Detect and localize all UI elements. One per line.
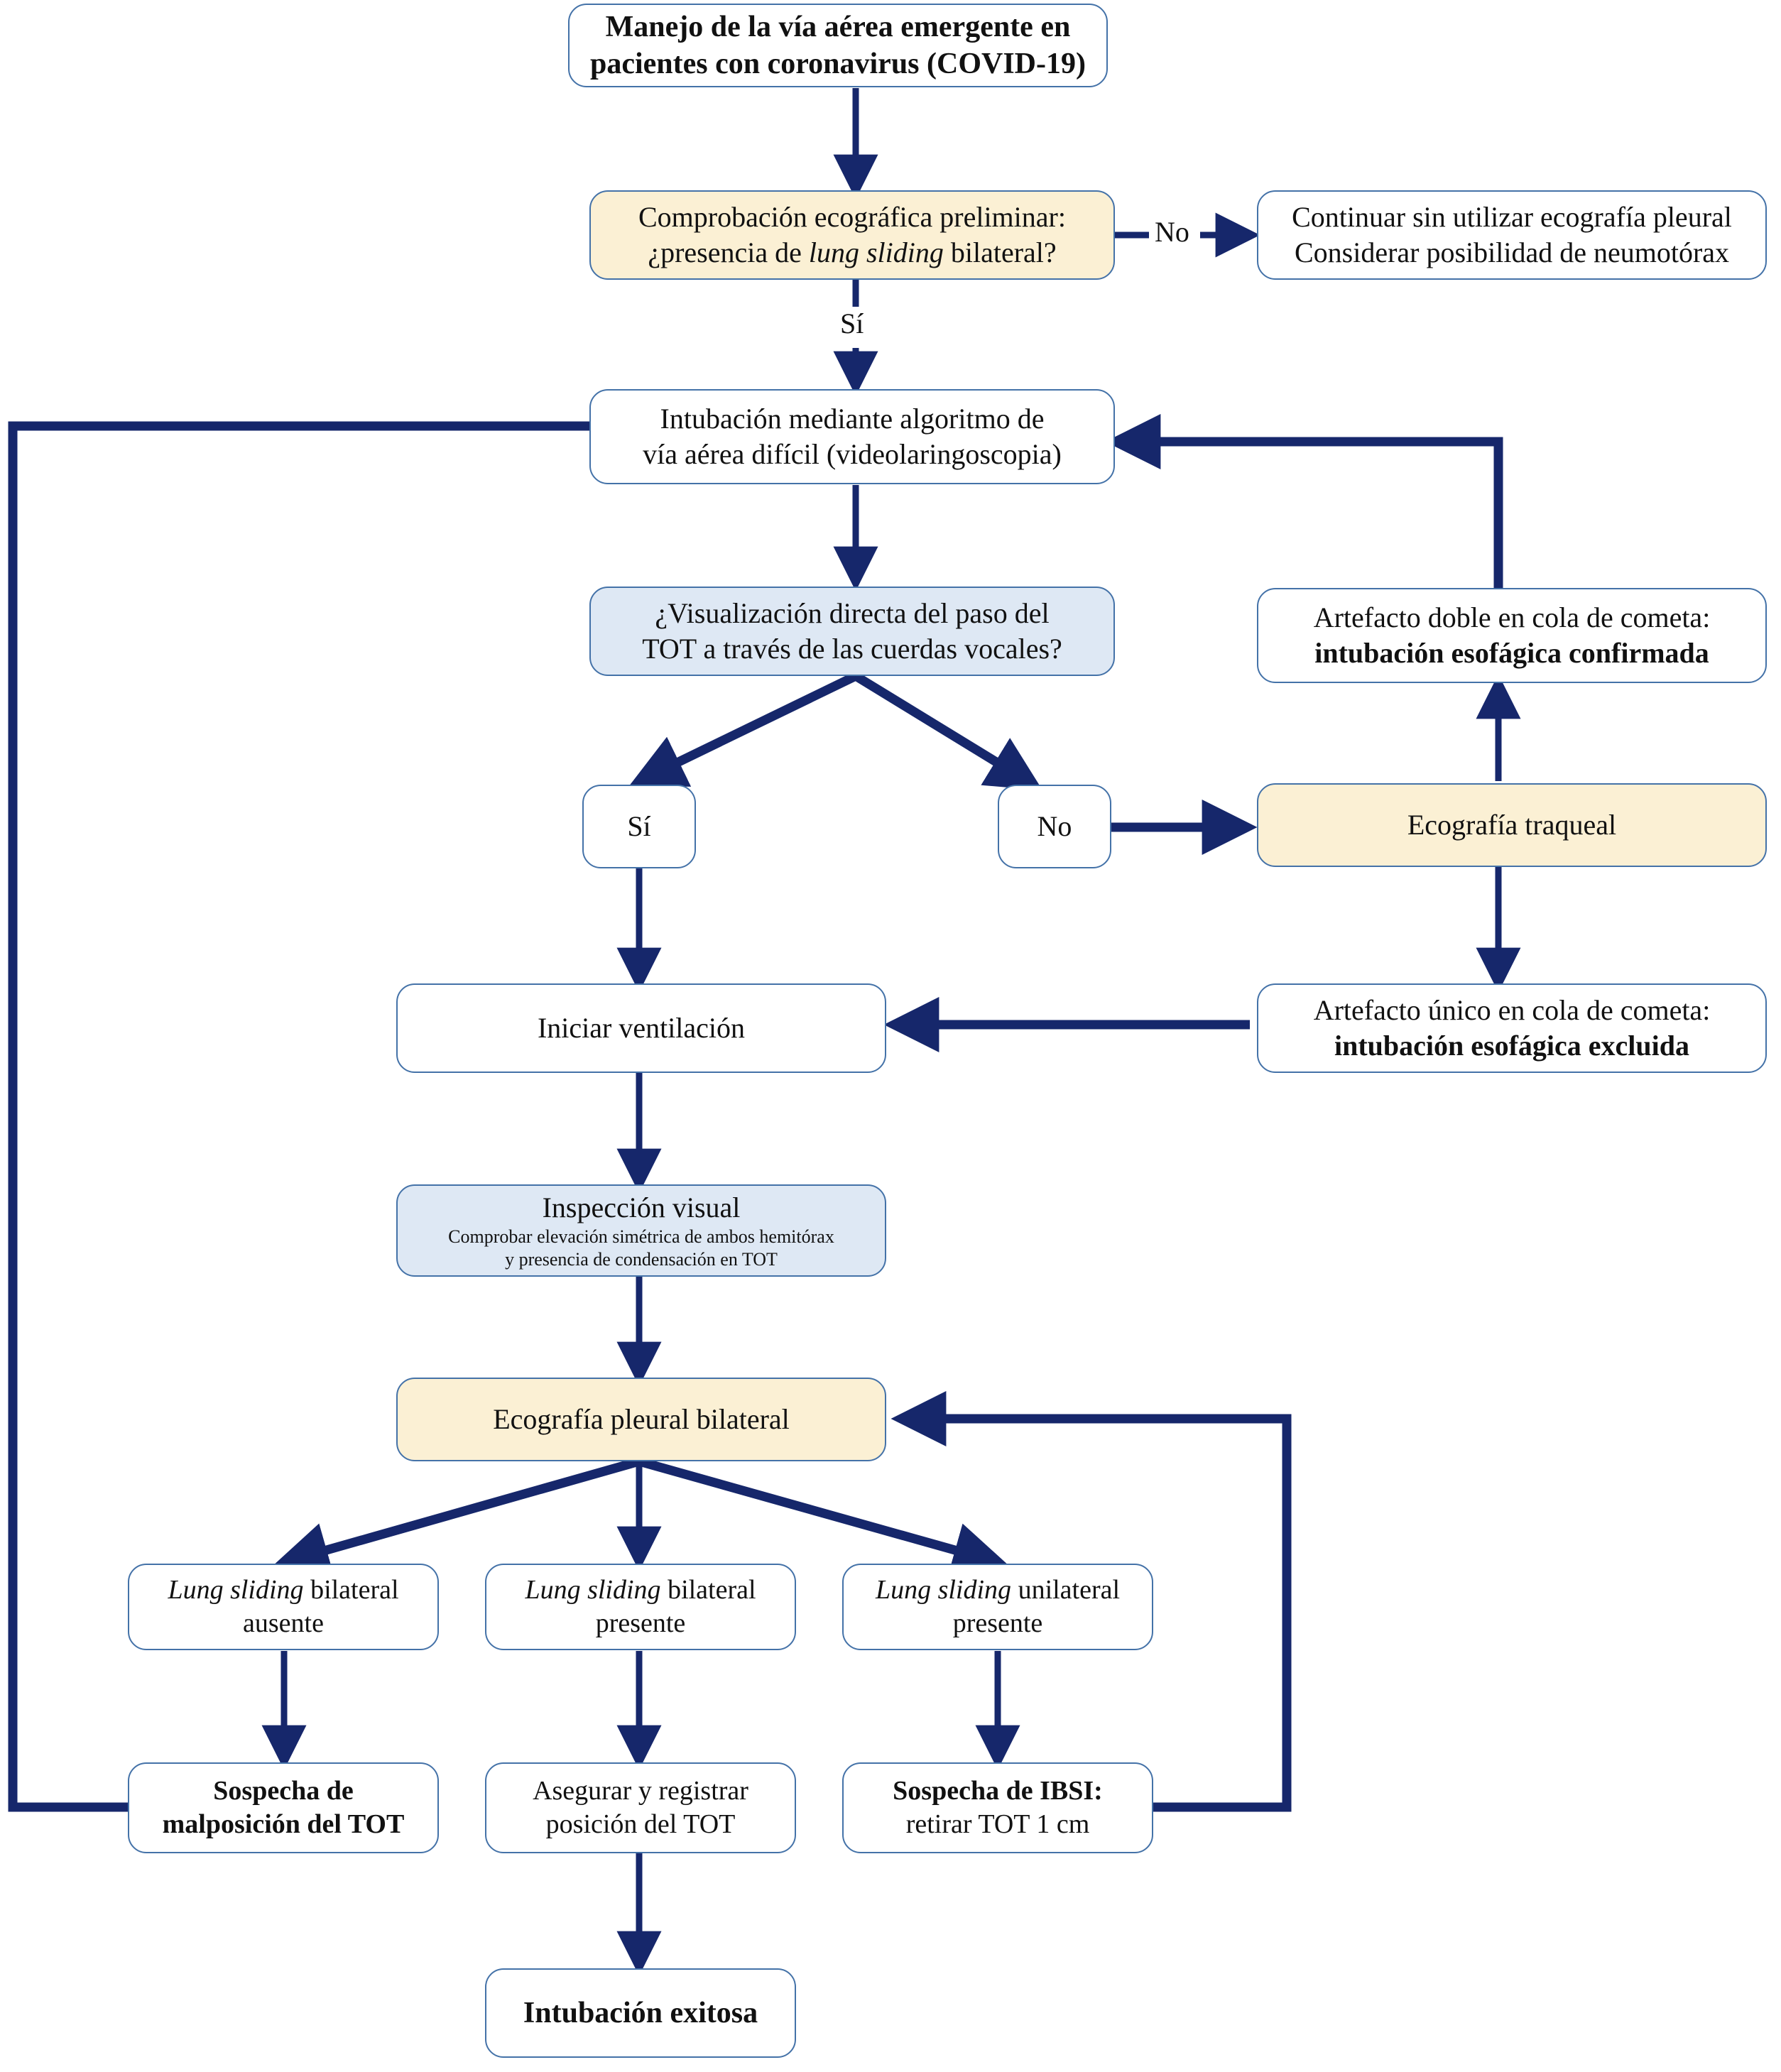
tracheal-us-label: Ecografía traqueal (1407, 809, 1617, 841)
intubation-algorithm-line-2: vía aérea difícil (videolaringoscopia) (643, 438, 1062, 470)
node-secure-register: Asegurar y registrar posición del TOT (485, 1762, 796, 1853)
node-no-branch: No (998, 785, 1111, 868)
single-comet-tail-line-2: intubación esofágica excluida (1334, 1030, 1690, 1062)
sliding-bilateral-absent-line-2: ausente (243, 1608, 324, 1638)
pleural-us-label: Ecografía pleural bilateral (493, 1403, 790, 1435)
successful-intubation-label: Intubación exitosa (523, 1996, 758, 2029)
node-suspect-ibsi: Sospecha de IBSI: retirar TOT 1 cm (842, 1762, 1153, 1853)
yes-branch-label: Sí (627, 810, 651, 842)
direct-visualization-line-2: TOT a través de las cuerdas vocales? (642, 633, 1062, 665)
preliminary-check-line-2: ¿presencia de lung sliding bilateral? (648, 236, 1057, 268)
suspect-ibsi-line-2: retirar TOT 1 cm (905, 1809, 1090, 1839)
node-continue-without-us: Continuar sin utilizar ecografía pleural… (1257, 190, 1767, 280)
node-tracheal-us: Ecografía traqueal (1257, 783, 1767, 867)
continue-without-us-line-2: Considerar posibilidad de neumotórax (1294, 236, 1730, 268)
double-comet-tail-line-1: Artefacto doble en cola de cometa: (1313, 601, 1711, 633)
suspect-malposition-line-1: Sospecha de (213, 1775, 354, 1806)
node-suspect-malposition: Sospecha de malposición del TOT (128, 1762, 439, 1853)
secure-register-line-1: Asegurar y registrar (533, 1775, 748, 1806)
node-yes-branch: Sí (582, 785, 696, 868)
node-pleural-us: Ecografía pleural bilateral (396, 1378, 886, 1461)
node-single-comet-tail: Artefacto único en cola de cometa: intub… (1257, 983, 1767, 1073)
intubation-algorithm-line-1: Intubación mediante algoritmo de (660, 403, 1045, 435)
node-sliding-bilateral-absent: Lung sliding bilateral ausente (128, 1564, 439, 1650)
visual-inspection-title: Inspección visual (542, 1191, 741, 1223)
continue-without-us-line-1: Continuar sin utilizar ecografía pleural (1292, 201, 1732, 233)
single-comet-tail-line-1: Artefacto único en cola de cometa: (1313, 994, 1711, 1026)
edge-visual-to-si (628, 672, 858, 787)
node-visual-inspection: Inspección visual Comprobar elevación si… (396, 1184, 886, 1277)
node-sliding-unilateral-present: Lung sliding unilateral presente (842, 1564, 1153, 1650)
sliding-bilateral-absent-line-1: Lung sliding bilateral (168, 1574, 399, 1605)
node-title: Manejo de la vía aérea emergente en paci… (568, 4, 1108, 87)
sliding-bilateral-present-line-1: Lung sliding bilateral (525, 1574, 756, 1605)
node-sliding-bilateral-present: Lung sliding bilateral presente (485, 1564, 796, 1650)
node-intubation-algorithm: Intubación mediante algoritmo de vía aér… (589, 389, 1115, 484)
edge-visual-to-no (853, 672, 1043, 791)
node-double-comet-tail: Artefacto doble en cola de cometa: intub… (1257, 588, 1767, 683)
edge-label-yes-top: Sí (834, 307, 870, 340)
visual-inspection-sub-2: y presencia de condensación en TOT (505, 1249, 778, 1270)
node-direct-visualization: ¿Visualización directa del paso del TOT … (589, 587, 1115, 676)
no-branch-label: No (1037, 810, 1072, 842)
sliding-unilateral-present-line-1: Lung sliding unilateral (875, 1574, 1121, 1605)
edge-pleural-to-absent (273, 1456, 641, 1577)
node-start-ventilation: Iniciar ventilación (396, 983, 886, 1073)
title-line-2: pacientes con coronavirus (COVID-19) (589, 48, 1086, 80)
edge-pleural-to-unilateral (638, 1456, 1009, 1577)
start-ventilation-label: Iniciar ventilación (537, 1012, 746, 1044)
visual-inspection-sub-1: Comprobar elevación simétrica de ambos h… (448, 1226, 834, 1247)
edge-double-to-intub (1105, 414, 1503, 602)
edge-label-no-top: No (1149, 215, 1195, 249)
double-comet-tail-line-2: intubación esofágica confirmada (1314, 637, 1709, 669)
suspect-ibsi-line-1: Sospecha de IBSI: (893, 1775, 1103, 1806)
node-preliminary-check: Comprobación ecográfica preliminar: ¿pre… (589, 190, 1115, 280)
sliding-bilateral-present-line-2: presente (595, 1608, 686, 1638)
suspect-malposition-line-2: malposición del TOT (162, 1809, 405, 1839)
title-line-1: Manejo de la vía aérea emergente en (605, 10, 1071, 43)
preliminary-check-line-1: Comprobación ecográfica preliminar: (638, 201, 1066, 233)
sliding-unilateral-present-line-2: presente (952, 1608, 1043, 1638)
direct-visualization-line-1: ¿Visualización directa del paso del (655, 597, 1050, 629)
node-successful-intubation: Intubación exitosa (485, 1968, 796, 2058)
secure-register-line-2: posición del TOT (545, 1809, 736, 1839)
